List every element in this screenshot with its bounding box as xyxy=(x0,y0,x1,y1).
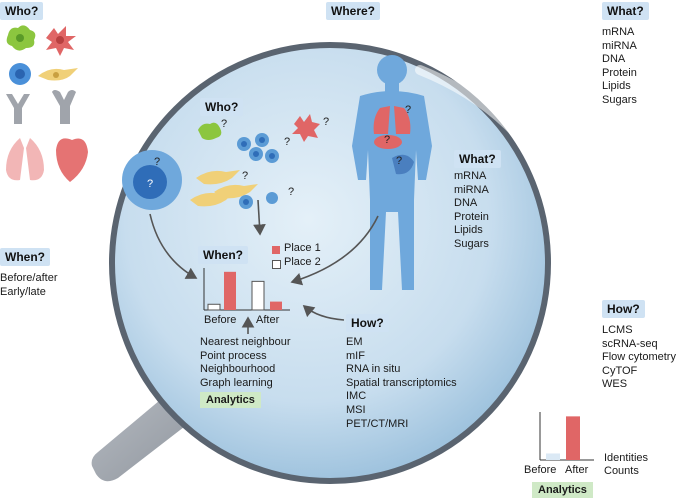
arrow-from-fibroblasts xyxy=(253,199,266,236)
right-chart-identities: Identities xyxy=(604,452,649,464)
what-list-inner: mRNA miRNA DNA Protein Lipids Sugars xyxy=(454,170,489,252)
legend-place2: Place 2 xyxy=(284,256,321,268)
tag-what-right: What? xyxy=(602,2,649,20)
right-bar-chart xyxy=(539,412,594,461)
how-item: PET/CT/MRI xyxy=(346,417,409,430)
question-mark: ? xyxy=(284,136,291,148)
right-chart-before: Before xyxy=(524,464,557,476)
question-mark: ? xyxy=(396,155,403,167)
what-item: Protein xyxy=(454,210,489,223)
analytics-label-right: Analytics xyxy=(532,482,593,498)
inner-chart-before: Before xyxy=(204,314,237,326)
question-mark: ? xyxy=(405,104,412,116)
when-item: Before/after xyxy=(0,272,58,284)
arrow-from-cell xyxy=(149,213,198,279)
tag-when-left: When? xyxy=(0,248,50,266)
analytics-label-inner: Analytics xyxy=(200,392,261,408)
what-item: miRNA xyxy=(602,39,637,52)
legend-swatch-place2 xyxy=(272,260,281,269)
bar-place2-after xyxy=(251,280,265,311)
magnifier-lens xyxy=(109,42,551,484)
how-item: RNA in situ xyxy=(346,363,401,376)
analytics-item: Nearest neighbour xyxy=(200,336,291,348)
tag-who-inner: Who? xyxy=(200,98,244,116)
how-item: MSI xyxy=(346,403,366,416)
how-item: mIF xyxy=(346,349,365,362)
large-cell-icon xyxy=(122,150,182,210)
question-mark: ? xyxy=(288,186,295,198)
arrow-from-how xyxy=(302,304,345,321)
what-item: Lipids xyxy=(454,224,483,237)
how-item: LCMS xyxy=(602,324,633,336)
legend-swatch-place1 xyxy=(272,246,280,254)
legend-place1: Place 1 xyxy=(284,242,321,254)
tag-what-inner: What? xyxy=(454,150,501,168)
bar-place1-after xyxy=(270,301,282,310)
when-item: Early/late xyxy=(0,285,46,298)
how-item: scRNA-seq xyxy=(602,337,658,350)
how-list-right: LCMS scRNA-seq Flow cytometry CyTOF WES xyxy=(602,324,676,392)
tag-who-left: Who? xyxy=(0,2,44,20)
small-green-cell-icon xyxy=(198,122,222,140)
how-list-inner: EM mIF RNA in situ Spatial transcriptomi… xyxy=(346,336,457,431)
how-item: Flow cytometry xyxy=(602,351,676,364)
analytics-methods-list: Nearest neighbour Point process Neighbou… xyxy=(200,336,291,390)
how-item: EM xyxy=(346,336,363,348)
tag-where: Where? xyxy=(326,2,381,20)
question-mark: ? xyxy=(384,134,391,146)
when-list: Before/after Early/late xyxy=(0,272,57,299)
how-item: Spatial transcriptomics xyxy=(346,376,457,389)
lungs-icon xyxy=(6,138,44,181)
what-item: Lipids xyxy=(602,80,631,93)
y-receptor-icon xyxy=(6,94,30,124)
bar-place2-before xyxy=(207,303,221,311)
question-mark: ? xyxy=(221,118,228,130)
fibroblast-cluster-icon xyxy=(190,170,258,207)
what-item: DNA xyxy=(602,53,626,66)
what-item: Sugars xyxy=(454,237,489,250)
inner-chart-after: After xyxy=(256,314,280,326)
right-chart-after: After xyxy=(565,464,589,476)
tag-how-inner: How? xyxy=(346,314,389,332)
tag-how-right: How? xyxy=(602,300,645,318)
analytics-item: Point process xyxy=(200,349,267,362)
what-item: mRNA xyxy=(454,170,487,182)
bar-place1-before xyxy=(224,271,236,310)
analytics-item: Neighbourhood xyxy=(200,363,276,376)
analytics-item: Graph learning xyxy=(200,376,273,389)
stomach-organ xyxy=(392,154,414,175)
how-item: IMC xyxy=(346,390,367,403)
right-bar-after xyxy=(566,416,580,460)
question-mark: ? xyxy=(323,116,330,128)
question-mark: ? xyxy=(154,156,161,168)
cell-icons-left xyxy=(6,25,88,182)
arrow-from-body xyxy=(290,215,379,286)
what-item: DNA xyxy=(454,197,478,210)
how-item: WES xyxy=(602,378,628,391)
inner-bar-chart xyxy=(203,268,290,311)
heart-icon xyxy=(56,138,88,182)
how-item: CyTOF xyxy=(602,364,638,377)
what-list-right: mRNA miRNA DNA Protein Lipids Sugars xyxy=(602,26,637,108)
antibody-icon xyxy=(52,90,76,124)
right-chart-counts: Counts xyxy=(604,465,639,477)
question-mark: ? xyxy=(242,170,249,182)
what-item: Sugars xyxy=(602,93,637,106)
what-item: mRNA xyxy=(602,26,635,38)
lens-highlight xyxy=(415,65,565,205)
small-red-cell-icon xyxy=(292,114,320,142)
question-mark: ? xyxy=(147,178,154,190)
right-bar-before xyxy=(546,453,560,460)
lungs-organ xyxy=(373,106,411,134)
liver-organ xyxy=(374,135,402,149)
what-item: miRNA xyxy=(454,183,489,196)
what-item: Protein xyxy=(602,66,637,79)
tag-when-inner: When? xyxy=(198,246,248,264)
human-body-icon xyxy=(352,55,432,290)
